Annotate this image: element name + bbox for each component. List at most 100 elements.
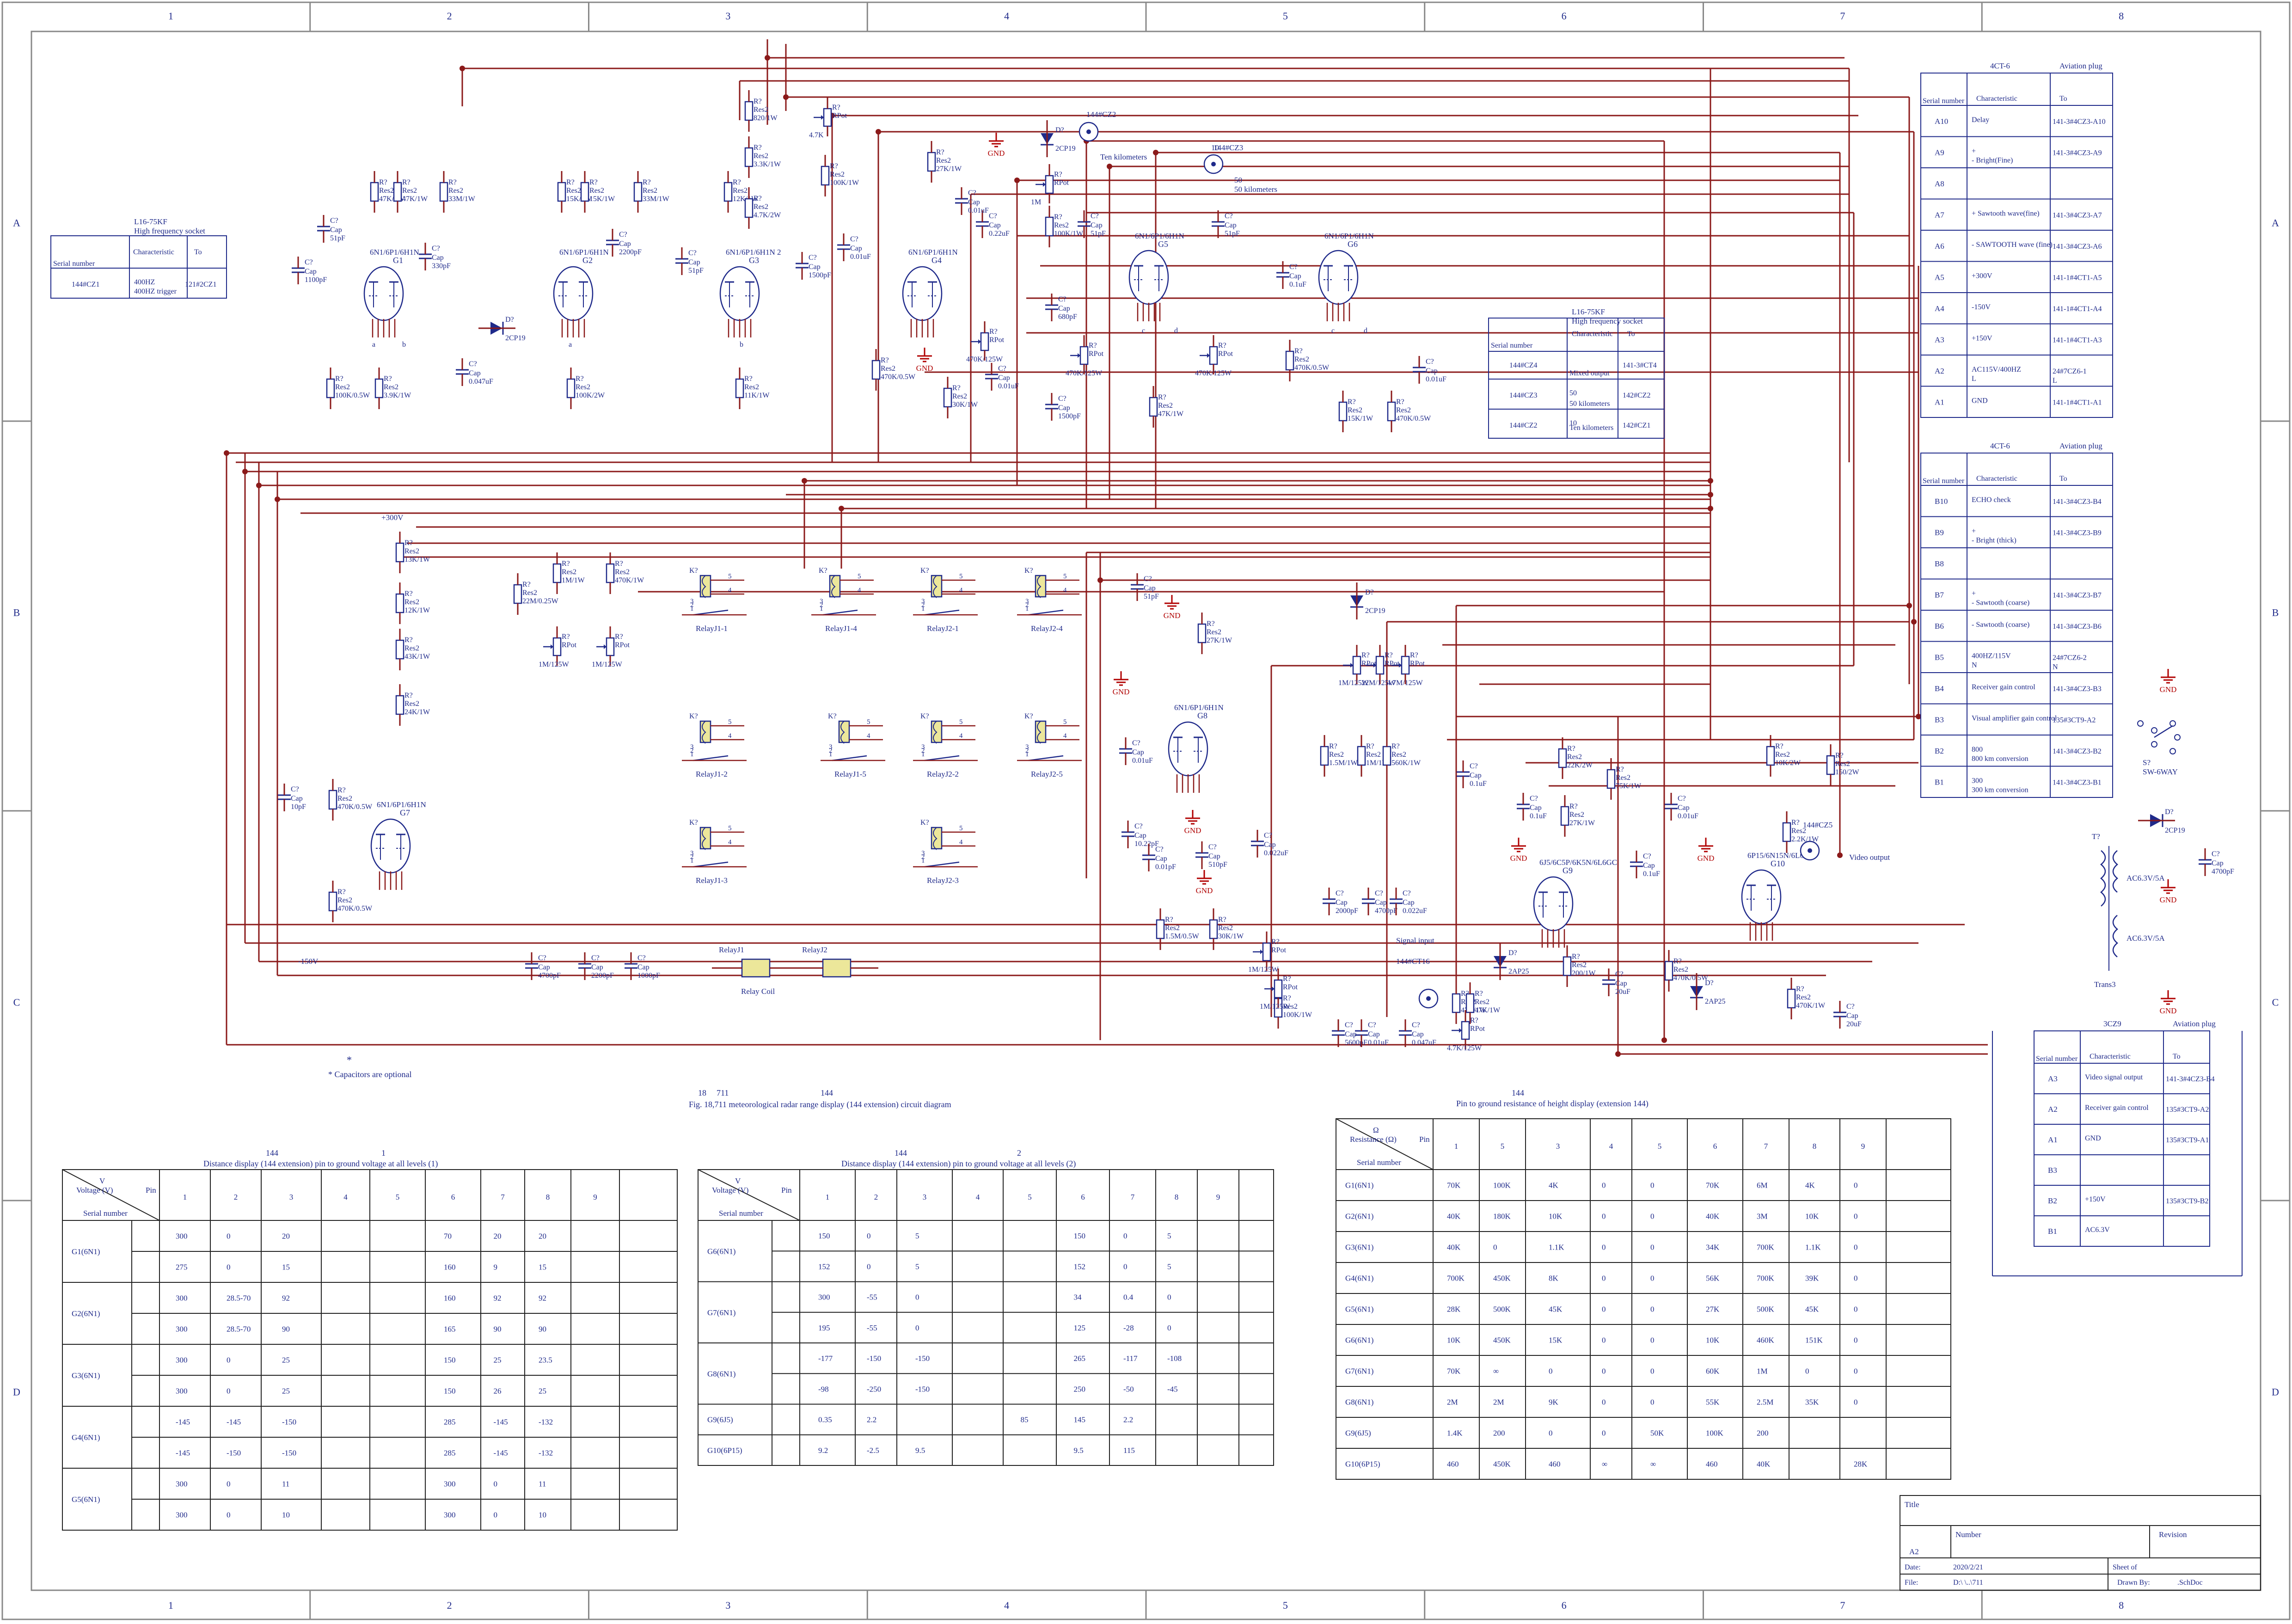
- table1-cell: 11: [539, 1480, 546, 1489]
- relay-pin-number: 3: [921, 850, 925, 857]
- resistor-body: [513, 584, 522, 604]
- resistor-body: [1560, 806, 1569, 826]
- resistor-value: 30K/1W: [952, 401, 978, 409]
- border-col-label: 6: [1562, 1599, 1567, 1611]
- pot-arrow: [1350, 663, 1353, 668]
- relay-switch-arm: [832, 755, 867, 761]
- gnd-label: GND: [2160, 1006, 2177, 1015]
- resistor-value: 24K/1W: [404, 708, 430, 716]
- table1-cell: 300: [176, 1511, 188, 1520]
- plugB-pin: B2: [1935, 747, 1944, 755]
- table3-cell: 10K: [1549, 1212, 1563, 1221]
- plugB-table: [1920, 453, 2113, 798]
- resistor-body: [1357, 746, 1366, 766]
- plugA-to: 141-3#4CZ3-A6: [2053, 243, 2102, 251]
- cap-type: Cap: [305, 268, 317, 276]
- relay-designator: K?: [920, 567, 929, 575]
- table3-cell: 460: [1706, 1460, 1718, 1469]
- plugA-char: +: [1972, 147, 1976, 155]
- plugB-char: - Sawtooth (coarse): [1972, 621, 2029, 629]
- resistor-value: 470K/0.5W: [1673, 974, 1709, 982]
- pot-arrow: [604, 644, 607, 649]
- table3-cell: 200: [1757, 1429, 1769, 1438]
- resistor-value: 43K/1W: [404, 653, 430, 661]
- plugB-pin: B9: [1935, 528, 1944, 537]
- resistor-value: 22K/2W: [1567, 761, 1593, 769]
- table3-cell: 3M: [1757, 1212, 1768, 1221]
- cap-designator: C?: [850, 235, 858, 243]
- table3-row-name: G8(6N1): [1345, 1398, 1373, 1407]
- resistor-value: 47K/1W: [402, 195, 428, 203]
- relay-designator: K?: [689, 712, 698, 720]
- resistor-designator: R?: [404, 636, 413, 644]
- ground-symbol: GND: [2160, 669, 2176, 694]
- table1-title: Distance display (144 extension) pin to …: [203, 1159, 438, 1169]
- resistor-body: [1826, 755, 1835, 775]
- table3-cell: 460K: [1757, 1336, 1775, 1345]
- table1-cell: 0: [494, 1480, 498, 1489]
- resistor-value: 100K/1W: [830, 179, 859, 187]
- resistor-designator: R?: [589, 178, 598, 186]
- relay-switch-arm: [1028, 755, 1064, 761]
- resistor-value: 470K/0.5W: [881, 373, 916, 381]
- table1-cell: 90: [539, 1325, 546, 1334]
- table1-cell: 11: [282, 1480, 289, 1489]
- table3-pin-header: 8: [1813, 1142, 1817, 1151]
- plugC-table: [2034, 1030, 2210, 1247]
- plugA-to: 141-3#4CZ3-A10: [2053, 118, 2106, 126]
- cap-designator: C?: [2212, 850, 2220, 858]
- gnd-label: GND: [1164, 611, 1181, 620]
- cap-value: 1500pF: [1058, 412, 1081, 420]
- cap-type: Cap: [330, 226, 342, 234]
- table1-top2: 1: [381, 1148, 386, 1158]
- transformer-designator: T?: [2092, 832, 2100, 841]
- table2-table: [698, 1169, 1274, 1466]
- table-diagonal: [698, 1169, 800, 1221]
- connector-144ct16: 144#CT16: [1396, 957, 1430, 966]
- plugB-to: 141-3#4CZ3-B1: [2053, 778, 2102, 786]
- table3-corner-pin: Pin: [1419, 1135, 1430, 1144]
- table3-pin-header: 3: [1556, 1142, 1560, 1151]
- cap-type: Cap: [1426, 367, 1438, 375]
- border-col-label: 7: [1840, 1599, 1845, 1611]
- plugB-h-to: To: [2059, 475, 2067, 483]
- plugB-pin: B4: [1935, 684, 1944, 693]
- table2-cell: 250: [1074, 1385, 1086, 1393]
- cap-designator: C?: [637, 954, 646, 962]
- plugB-char: Visual amplifier gain control: [1972, 714, 2057, 722]
- pot-value: 1M/125W: [1338, 679, 1369, 687]
- table3-corner-main: Resistance (Ω): [1350, 1135, 1397, 1144]
- table3-cell: 56K: [1706, 1274, 1720, 1283]
- resistor-designator: R?: [384, 375, 392, 383]
- connector-144cz5: 144#CZ5: [1803, 821, 1832, 829]
- cap-designator: C?: [1134, 822, 1143, 830]
- pot-designator: R?: [1271, 938, 1280, 946]
- plugC-char: GND: [2085, 1134, 2101, 1142]
- relay-switch-arm: [1028, 609, 1064, 616]
- cap-type: Cap: [1375, 899, 1387, 907]
- cap-type: Cap: [1058, 404, 1070, 412]
- junction-dot: [1708, 478, 1713, 484]
- table3-cell: 0: [1854, 1305, 1858, 1314]
- table1-cell: 25: [494, 1356, 502, 1365]
- pot-value: 1M/125W: [592, 661, 623, 668]
- tube-designator: G7: [400, 808, 410, 817]
- cap-value: 0.1uF: [1470, 780, 1487, 788]
- table3-top1: 144: [1512, 1088, 1524, 1097]
- plugB-to: 141-3#4CZ3-B3: [2053, 685, 2102, 693]
- cap-type: Cap: [1336, 899, 1348, 907]
- table2-cell: 150: [818, 1232, 830, 1240]
- resistor-type: Res2: [1054, 221, 1069, 229]
